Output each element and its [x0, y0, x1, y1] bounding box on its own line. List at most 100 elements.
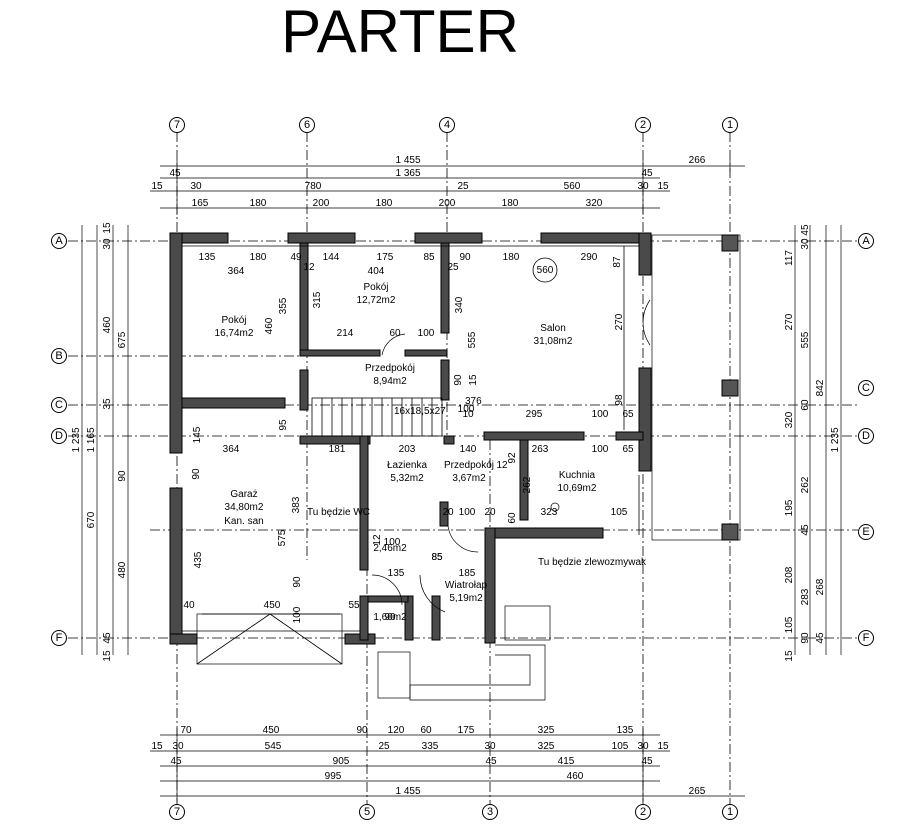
interior-dimension-label: 55	[348, 600, 360, 611]
interior-dimension-label: 15	[468, 374, 479, 386]
svg-text:2: 2	[640, 119, 646, 131]
svg-text:7: 7	[174, 119, 180, 131]
interior-dimension-label: 135	[199, 252, 216, 263]
interior-dimension-label: 323	[541, 507, 558, 518]
svg-text:117: 117	[784, 250, 795, 266]
svg-text:45: 45	[641, 756, 653, 767]
axis-D-right: D	[858, 428, 874, 444]
svg-text:200: 200	[313, 198, 330, 209]
svg-text:555: 555	[800, 331, 811, 348]
svg-text:C: C	[55, 399, 63, 411]
svg-text:670: 670	[86, 511, 97, 528]
svg-text:D: D	[55, 430, 63, 442]
svg-text:45: 45	[485, 756, 497, 767]
svg-text:208: 208	[784, 566, 795, 583]
room-area-pokoj-2: 12,72m2	[357, 295, 396, 306]
room-name-przedpokoj-1: Przedpokój	[365, 363, 415, 374]
axis-C-left: C	[51, 397, 67, 413]
right-dimensions: 117 270 320 195 208 105 15 45 30 60 45 9…	[784, 224, 842, 662]
svg-text:15: 15	[151, 741, 163, 752]
svg-text:5: 5	[364, 806, 370, 818]
interior-dimension-label: 60	[389, 328, 401, 339]
interior-dimension-label: 20	[484, 507, 496, 518]
interior-dimension-label: 355	[278, 297, 289, 314]
interior-dimension-label: 60	[507, 512, 518, 524]
interior-dimension-label: 100	[384, 537, 401, 548]
room-name-pokoj-1: Pokój	[221, 315, 246, 326]
interior-dimension-label: 575	[277, 529, 288, 546]
svg-text:135: 135	[617, 725, 634, 736]
svg-text:A: A	[862, 235, 870, 247]
svg-text:3: 3	[487, 806, 493, 818]
svg-text:45: 45	[169, 168, 181, 179]
interior-dimension-label: 90	[191, 468, 202, 480]
svg-text:1 455: 1 455	[395, 786, 420, 797]
interior-dimension-label: 65	[622, 409, 634, 420]
svg-text:7: 7	[174, 806, 180, 818]
svg-text:45: 45	[641, 168, 653, 179]
room-labels: Pokój 16,74m2 Pokój 12,72m2 Salon 31,08m…	[215, 282, 597, 623]
svg-text:15: 15	[657, 741, 669, 752]
room-area-lazienka: 5,32m2	[390, 473, 424, 484]
interior-dimension-label: 40	[183, 600, 195, 611]
svg-text:2: 2	[640, 806, 646, 818]
axis-4-top: 4	[439, 117, 455, 133]
interior-dimension-label: 340	[454, 296, 465, 313]
room-area-garaz: 34,80m2	[225, 502, 264, 513]
svg-text:270: 270	[784, 313, 795, 330]
svg-text:45: 45	[815, 632, 826, 644]
svg-text:15: 15	[657, 181, 669, 192]
interior-dimension-label: 100	[592, 444, 609, 455]
svg-text:60: 60	[800, 399, 811, 411]
interior-dimension-label: 140	[460, 444, 477, 455]
svg-text:15: 15	[151, 181, 163, 192]
interior-dimension-label: 185	[459, 568, 476, 579]
interior-dimension-label: 100	[418, 328, 435, 339]
interior-dimension-label: 105	[611, 507, 628, 518]
svg-text:B: B	[55, 350, 62, 362]
svg-text:320: 320	[784, 411, 795, 428]
interior-dimension-label: 203	[399, 444, 416, 455]
wc-note: Tu będzie WC	[307, 507, 370, 518]
interior-dimension-label: 100	[592, 409, 609, 420]
stairs-note: 16x18,5x27	[394, 406, 446, 417]
interior-dimension-label: 145	[192, 426, 203, 443]
axis-1-top: 1	[722, 117, 738, 133]
svg-text:30: 30	[484, 741, 496, 752]
svg-text:F: F	[56, 632, 63, 644]
svg-text:460: 460	[567, 771, 584, 782]
svg-text:45: 45	[170, 756, 182, 767]
svg-text:70: 70	[180, 725, 192, 736]
interior-lines	[182, 245, 651, 701]
svg-text:450: 450	[263, 725, 280, 736]
axis-7-top: 7	[169, 117, 185, 133]
svg-text:15: 15	[102, 222, 113, 234]
interior-dimension-label: 85	[431, 552, 443, 563]
axis-2-bottom: 2	[635, 804, 651, 820]
svg-text:266: 266	[689, 155, 706, 166]
room-area-salon: 31,08m2	[534, 336, 573, 347]
svg-text:1: 1	[727, 119, 733, 131]
interior-dimension-label: 95	[278, 419, 289, 431]
svg-text:30: 30	[190, 181, 202, 192]
interior-dimension-label: 404	[368, 266, 385, 277]
svg-text:30: 30	[637, 741, 649, 752]
svg-text:1 235: 1 235	[71, 427, 82, 452]
interior-dimension-label: 450	[264, 600, 281, 611]
interior-dimension-label: 263	[532, 444, 549, 455]
axis-7-bottom: 7	[169, 804, 185, 820]
svg-text:45: 45	[800, 224, 811, 236]
svg-text:90: 90	[117, 470, 128, 482]
svg-text:15: 15	[784, 650, 795, 662]
svg-text:995: 995	[325, 771, 342, 782]
room-name-garaz: Garaż	[230, 489, 257, 500]
interior-dimension-label: 383	[291, 496, 302, 513]
top-dimensions: 1 455 266 45 1 365 45 15 30 780 25 560 3…	[150, 155, 745, 215]
axis-5-bottom: 5	[359, 804, 375, 820]
interior-dimension-label: 270	[614, 313, 625, 330]
interior-dimension-label: 175	[377, 252, 394, 263]
svg-text:90: 90	[800, 632, 811, 644]
left-dimensions: 1 235 1 165 675 670 15 30 460 35 90 480 …	[71, 222, 129, 662]
